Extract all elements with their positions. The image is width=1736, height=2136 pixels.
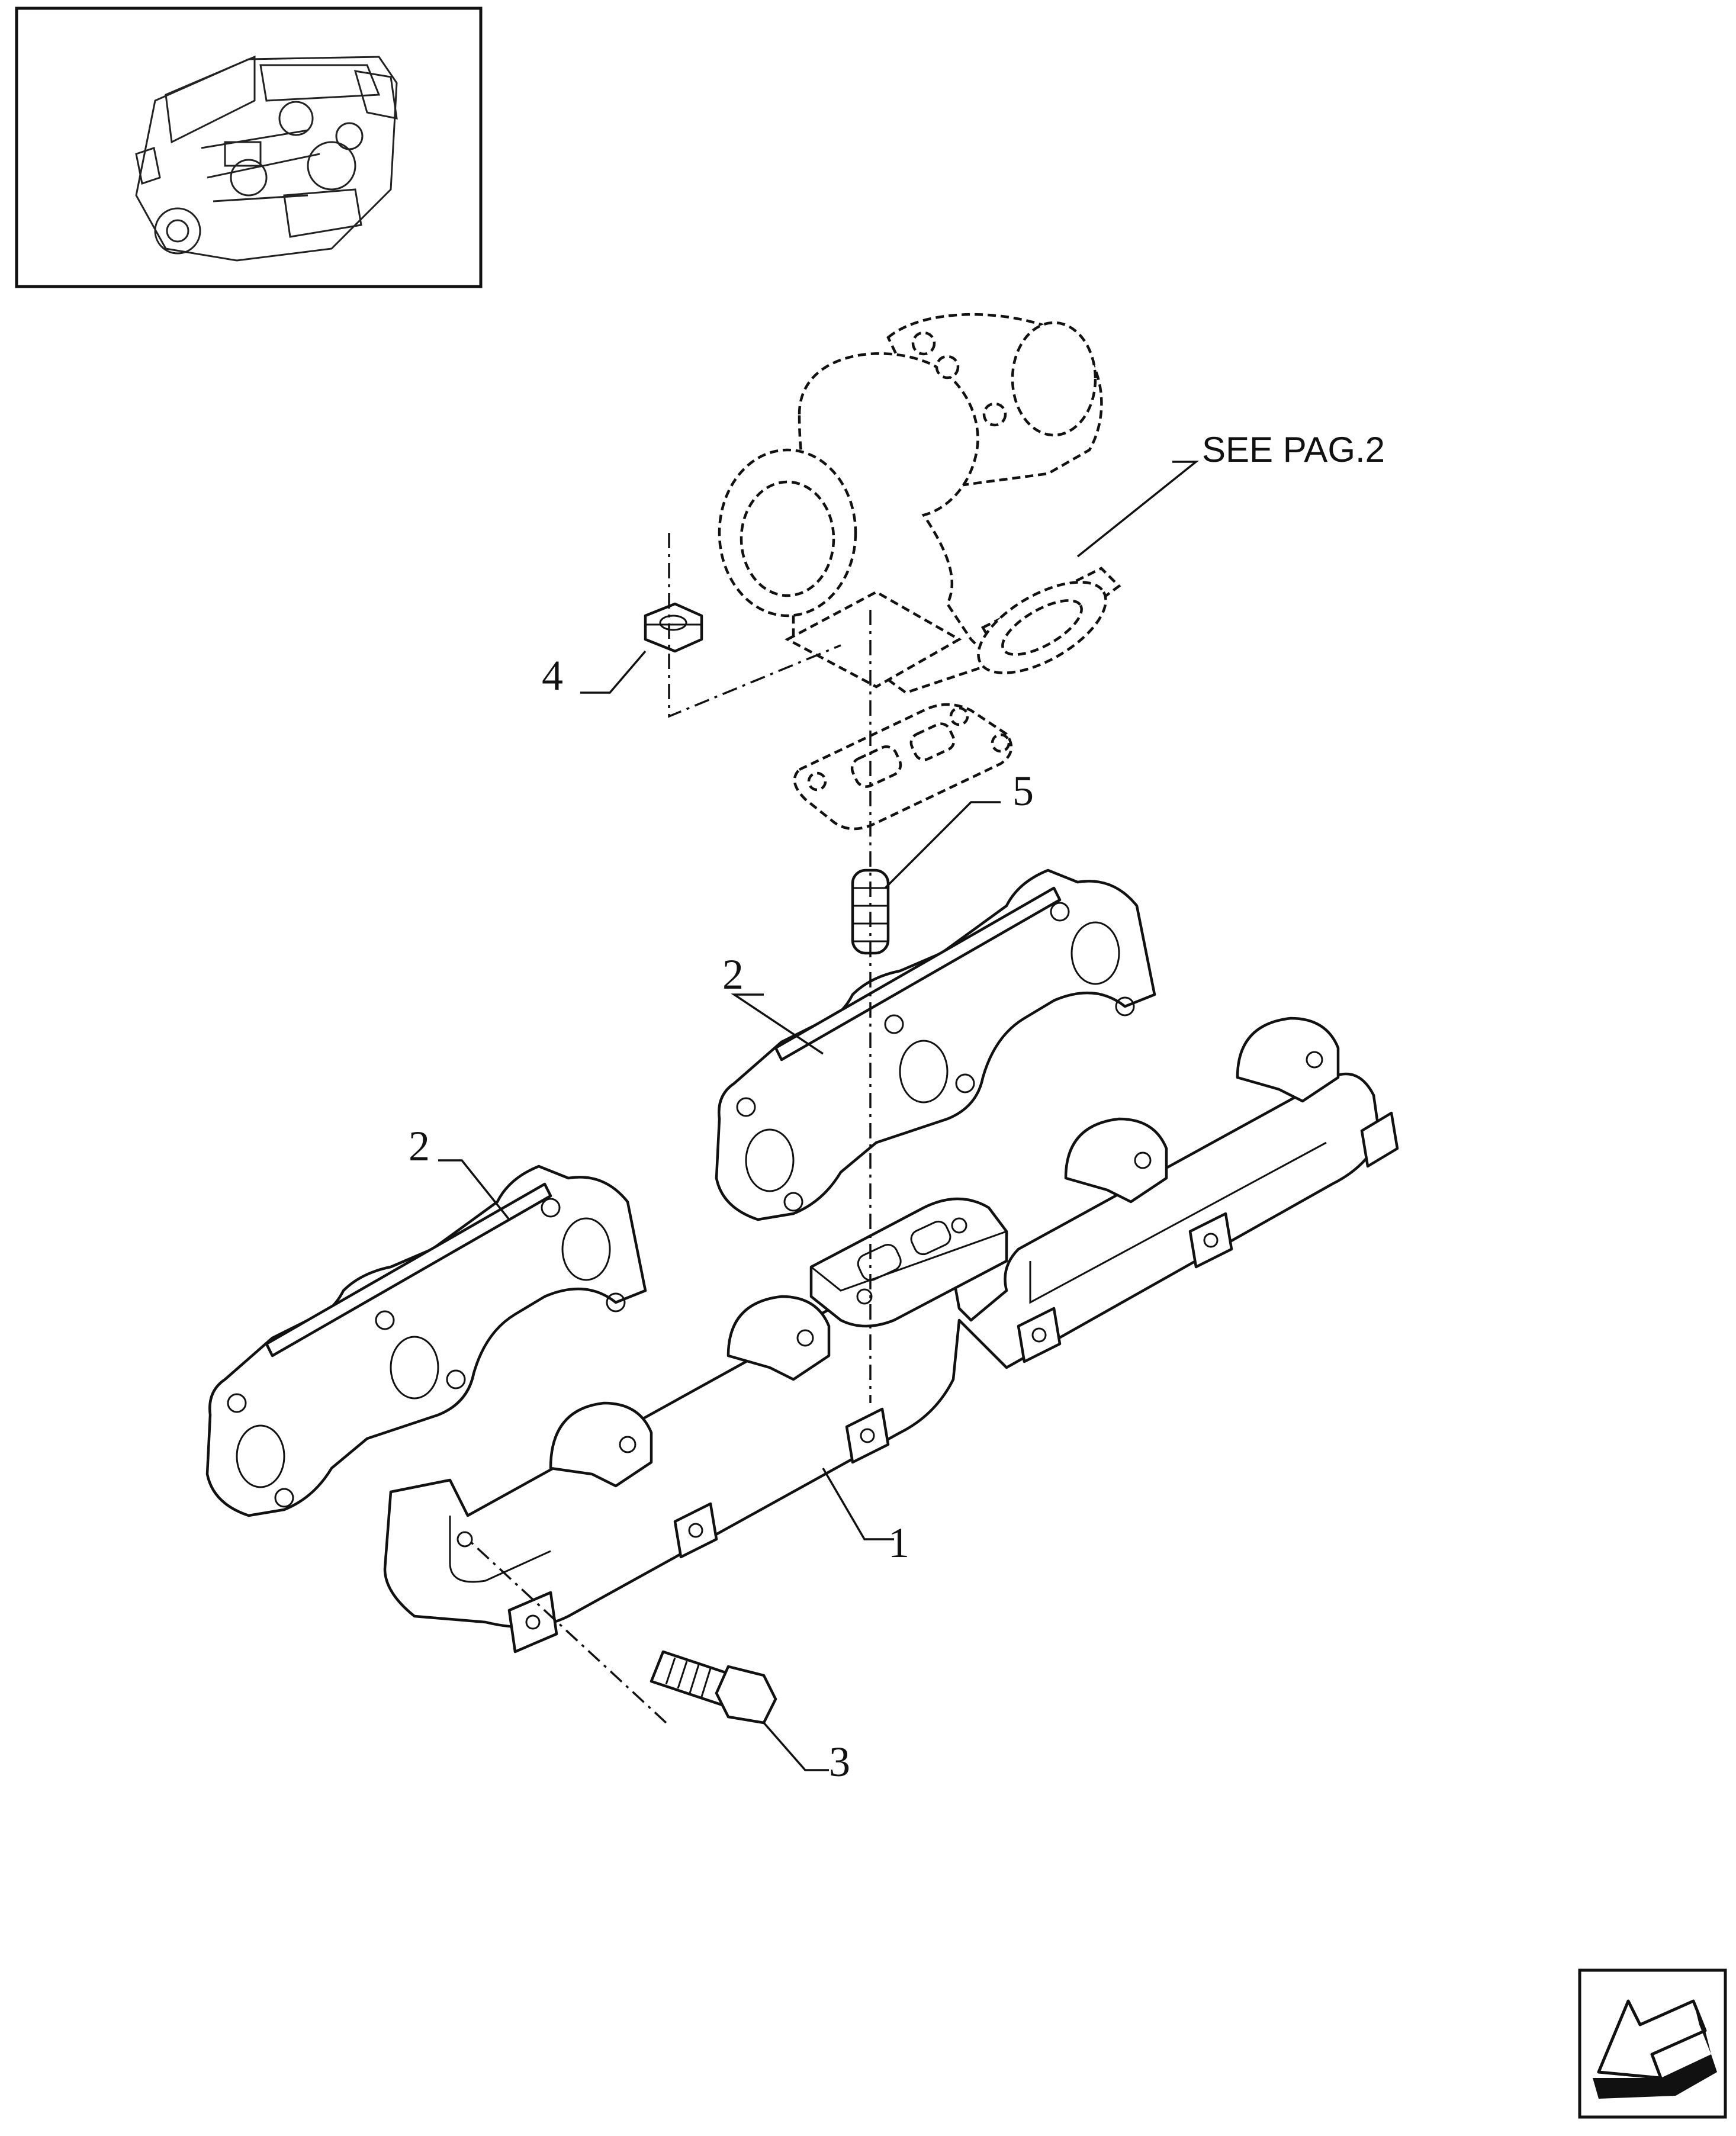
previous-page-arrow-icon bbox=[1593, 1999, 1717, 2099]
turbocharger[interactable] bbox=[718, 313, 1121, 694]
assembly-center-lines bbox=[467, 533, 872, 1724]
callout-3[interactable]: 3 bbox=[829, 1738, 850, 1786]
callout-4[interactable]: 4 bbox=[542, 652, 563, 699]
engine-thumbnail[interactable] bbox=[15, 7, 483, 288]
callout-2-lower[interactable]: 2 bbox=[409, 1122, 430, 1170]
previous-page-button[interactable] bbox=[1578, 1968, 1727, 2119]
exhaust-gasket-upper[interactable] bbox=[715, 868, 1156, 1221]
callout-1[interactable]: 1 bbox=[888, 1519, 909, 1566]
leader-lines bbox=[438, 461, 1199, 1771]
see-page-reference[interactable]: SEE PAG.2 bbox=[1202, 430, 1385, 469]
callout-2-upper[interactable]: 2 bbox=[722, 951, 744, 998]
bolt[interactable] bbox=[650, 1650, 777, 1725]
turbo-gasket[interactable] bbox=[793, 703, 1013, 831]
engine-thumbnail-icon bbox=[135, 55, 398, 262]
exhaust-manifold[interactable] bbox=[383, 1016, 1399, 1654]
nut[interactable] bbox=[644, 602, 703, 653]
callout-5[interactable]: 5 bbox=[1012, 767, 1034, 815]
exhaust-gasket-lower[interactable] bbox=[205, 1164, 647, 1517]
